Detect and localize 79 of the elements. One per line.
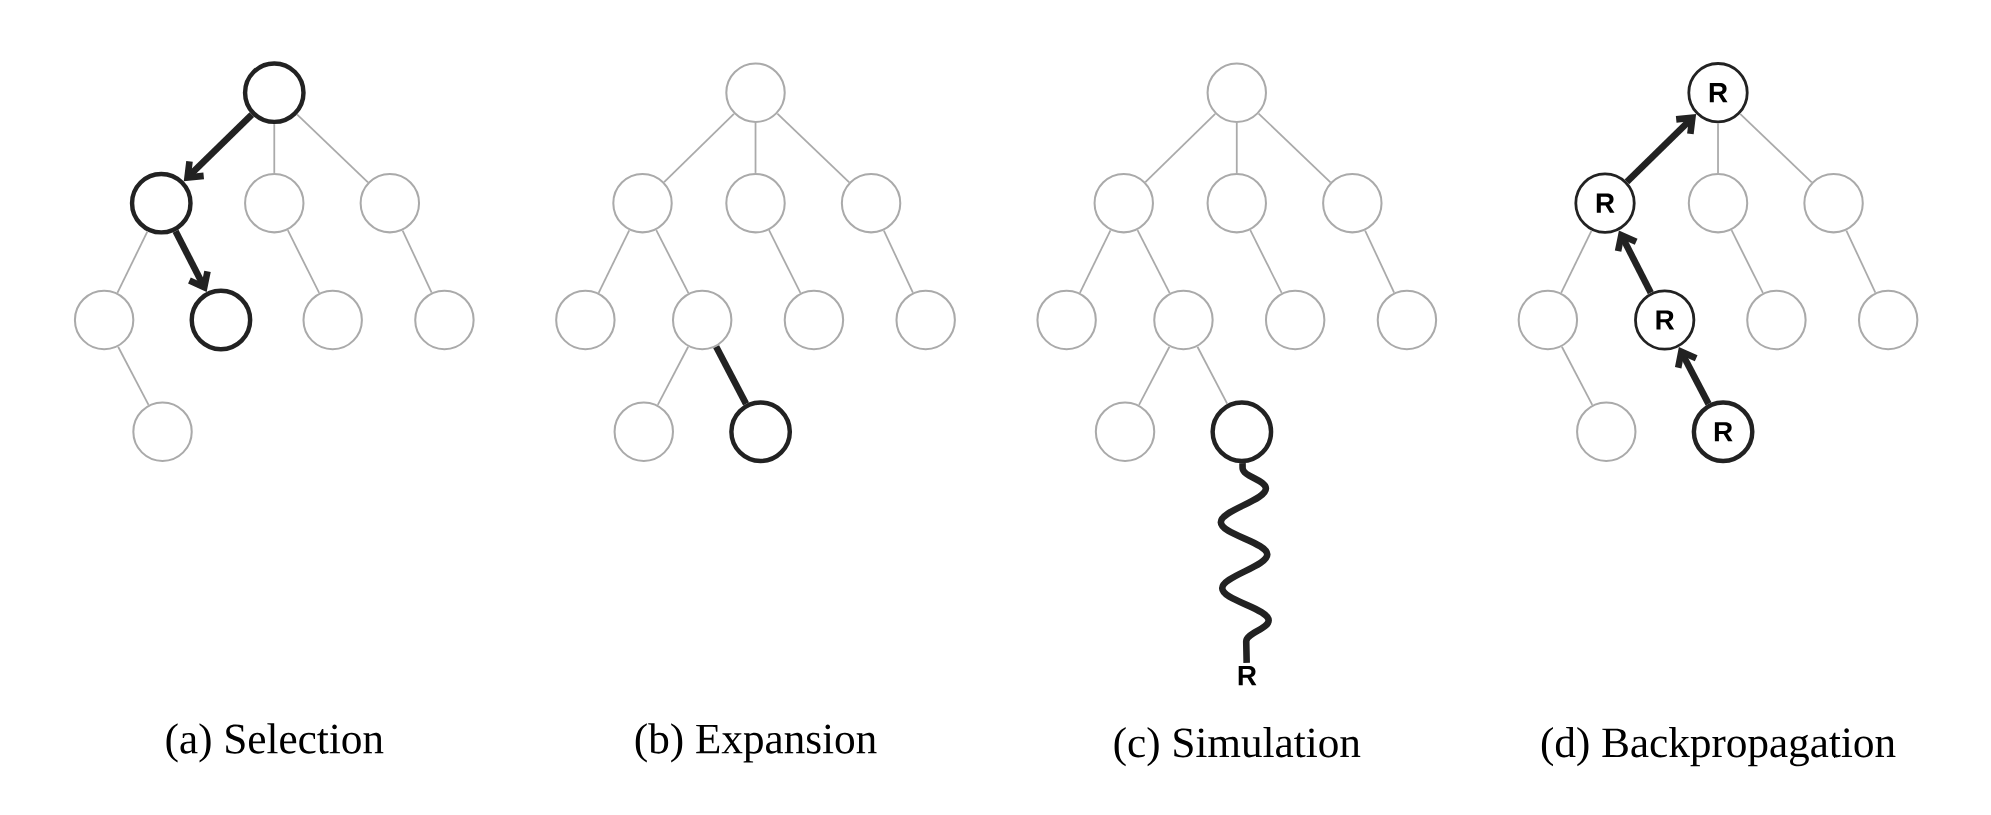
panel-caption: (d) Backpropagation <box>1541 726 1896 767</box>
tree-node <box>555 289 616 351</box>
tree-edge <box>1138 345 1171 406</box>
tree-edge <box>1235 121 1238 174</box>
tree-node <box>1322 172 1383 234</box>
tree-edge <box>776 112 851 184</box>
tree-node <box>414 289 475 351</box>
arrow <box>1674 347 1712 406</box>
tree-node <box>725 62 786 123</box>
tree-node <box>1153 289 1214 351</box>
tree-edge <box>713 345 749 406</box>
tree-node: R <box>1574 172 1636 234</box>
tree-edge <box>1249 229 1283 294</box>
tree-edge <box>883 229 914 294</box>
tree-node <box>1210 400 1274 464</box>
arrow <box>1614 230 1654 295</box>
tree-edge <box>1079 229 1112 294</box>
tree-edge <box>1144 112 1217 183</box>
tree-node <box>671 289 733 351</box>
arrow <box>183 112 255 182</box>
tree-edge <box>1845 229 1877 294</box>
tree-node <box>725 172 786 234</box>
tree-node <box>1264 289 1326 351</box>
tree-node <box>189 288 253 352</box>
result-label: R <box>1238 665 1257 686</box>
tree-node <box>1036 289 1097 351</box>
tree-edge <box>1136 229 1171 294</box>
tree-node <box>242 61 306 124</box>
panel-caption: (a) Selection <box>166 723 384 763</box>
tree-edge <box>1560 229 1593 294</box>
tree-node <box>1517 289 1579 351</box>
tree-edge <box>286 229 321 294</box>
tree-edge <box>401 229 433 294</box>
tree-node <box>1576 401 1637 462</box>
tree-node <box>1206 172 1267 234</box>
tree-node <box>840 172 902 234</box>
tree-node <box>359 172 421 234</box>
tree-node <box>613 401 674 462</box>
tree-edge <box>1717 122 1719 174</box>
tree-node <box>1376 289 1438 351</box>
tree-edge <box>597 229 631 294</box>
tree-node <box>302 289 363 351</box>
tree-edge <box>655 229 690 294</box>
tree-node <box>132 401 193 462</box>
tree-node <box>895 289 956 351</box>
tree-edge <box>117 345 150 406</box>
tree-node <box>783 289 845 351</box>
panel-caption: (b) Expansion <box>635 723 877 763</box>
tree-node <box>1746 289 1807 351</box>
tree-node <box>73 289 135 351</box>
tree-node: R <box>1691 400 1755 464</box>
tree-edge <box>656 345 690 406</box>
tree-node <box>1094 401 1156 462</box>
tree-edge <box>768 229 802 294</box>
tree-node: R <box>1634 289 1696 351</box>
tree-edge <box>754 121 757 174</box>
tree-node <box>129 171 193 235</box>
tree-node <box>612 172 673 234</box>
tree-edge <box>1739 112 1813 184</box>
tree-edge <box>663 112 735 183</box>
tree-edge <box>1196 345 1229 405</box>
tree-node <box>1687 172 1749 234</box>
arrow <box>1624 114 1697 185</box>
tree-edge <box>116 230 149 294</box>
panel-caption: (c) Simulation <box>1114 726 1361 767</box>
tree-edge <box>1257 112 1332 184</box>
tree-edge <box>296 113 369 184</box>
tree-node <box>1206 62 1267 123</box>
tree-edge <box>1730 229 1764 294</box>
tree-node <box>1857 289 1919 351</box>
tree-node <box>1093 172 1154 234</box>
tree-edge <box>1364 229 1396 294</box>
arrow <box>172 229 211 292</box>
tree-node <box>244 172 305 234</box>
tree-node <box>1803 172 1864 234</box>
tree-node: R <box>1687 62 1749 124</box>
tree-node <box>729 400 793 464</box>
tree-edge <box>1560 345 1594 406</box>
tree-edge <box>273 123 276 174</box>
